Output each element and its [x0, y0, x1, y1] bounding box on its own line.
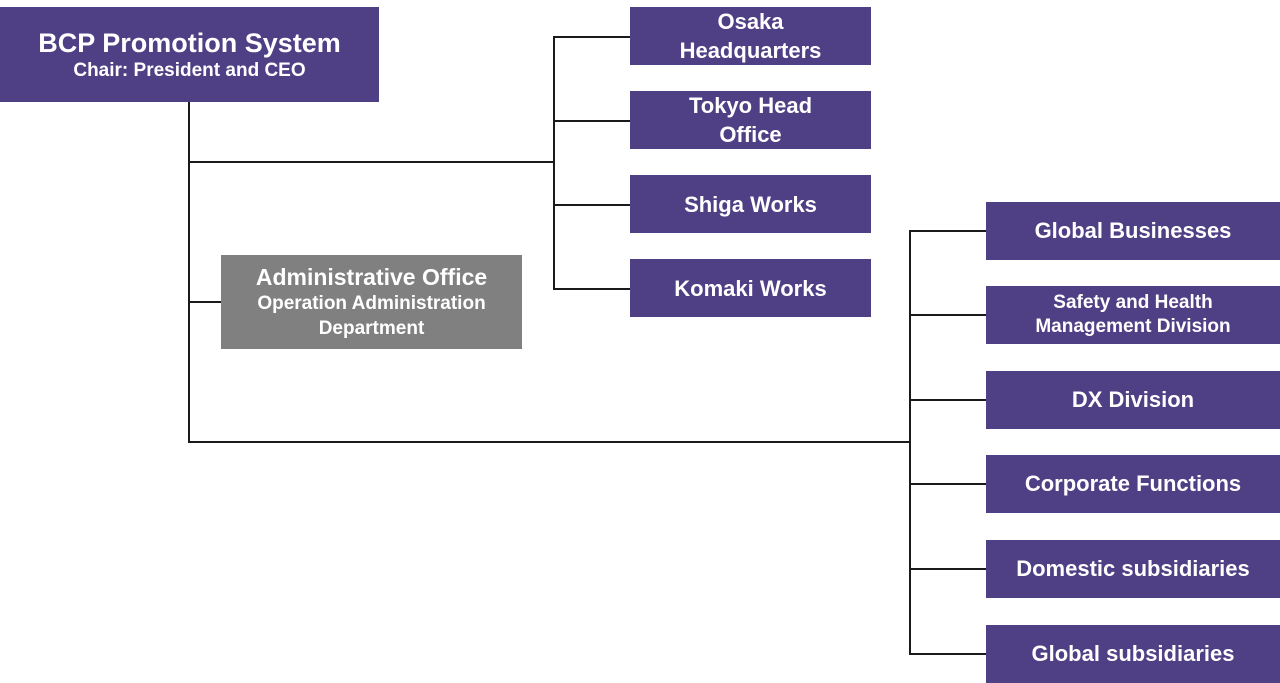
divisions-bracket-vertical: [909, 230, 911, 655]
division-label: Global Businesses: [1034, 218, 1232, 243]
site-box-tokyo: Tokyo Head Office: [630, 91, 871, 149]
division-box-dx: DX Division: [986, 371, 1280, 429]
admin-line3: Department: [318, 317, 425, 339]
sites-branch-komaki: [553, 288, 630, 290]
bcp-title: BCP Promotion System: [38, 27, 341, 58]
sites-bracket-vertical: [553, 36, 555, 289]
site-label: Tokyo Head: [688, 93, 813, 118]
site-label: Osaka: [717, 9, 784, 34]
division-box-domestic-subsidiaries: Domestic subsidiaries: [986, 540, 1280, 598]
admin-line2: Operation Administration: [257, 292, 486, 314]
division-label: Management Division: [1035, 316, 1231, 337]
connector-to-admin: [188, 301, 221, 303]
division-box-corporate-functions: Corporate Functions: [986, 455, 1280, 513]
site-label: Headquarters: [679, 38, 822, 63]
divisions-branch-domestic: [909, 568, 987, 570]
bcp-chair: Chair: President and CEO: [73, 59, 306, 81]
sites-branch-tokyo: [553, 120, 630, 122]
bcp-promotion-system-box: BCP Promotion System Chair: President an…: [0, 7, 379, 102]
connector-to-sites: [188, 161, 554, 163]
division-label: Global subsidiaries: [1031, 641, 1235, 666]
connector-to-divisions: [188, 441, 910, 443]
site-box-osaka: Osaka Headquarters: [630, 7, 871, 65]
admin-line1: Administrative Office: [255, 263, 488, 290]
administrative-office-box: Administrative Office Operation Administ…: [221, 255, 522, 349]
sites-branch-shiga: [553, 204, 630, 206]
divisions-branch-safety: [909, 314, 987, 316]
division-box-global-subsidiaries: Global subsidiaries: [986, 625, 1280, 683]
division-box-global-businesses: Global Businesses: [986, 202, 1280, 260]
divisions-branch-dx: [909, 399, 987, 401]
division-label: Corporate Functions: [1024, 471, 1242, 496]
division-label: Safety and Health: [1053, 292, 1213, 313]
division-box-safety-health: Safety and Health Management Division: [986, 286, 1280, 344]
division-label: Domestic subsidiaries: [1016, 556, 1250, 581]
divisions-branch-global-businesses: [909, 230, 987, 232]
site-label: Shiga Works: [684, 191, 817, 217]
sites-branch-osaka: [553, 36, 630, 38]
division-label: DX Division: [1071, 387, 1195, 412]
site-box-shiga: Shiga Works: [630, 175, 871, 233]
site-label: Office: [719, 122, 782, 147]
divisions-branch-global-subs: [909, 653, 987, 655]
divisions-branch-corporate: [909, 483, 987, 485]
site-box-komaki: Komaki Works: [630, 259, 871, 317]
site-label: Komaki Works: [674, 275, 827, 301]
connector-main-vertical: [188, 102, 190, 443]
